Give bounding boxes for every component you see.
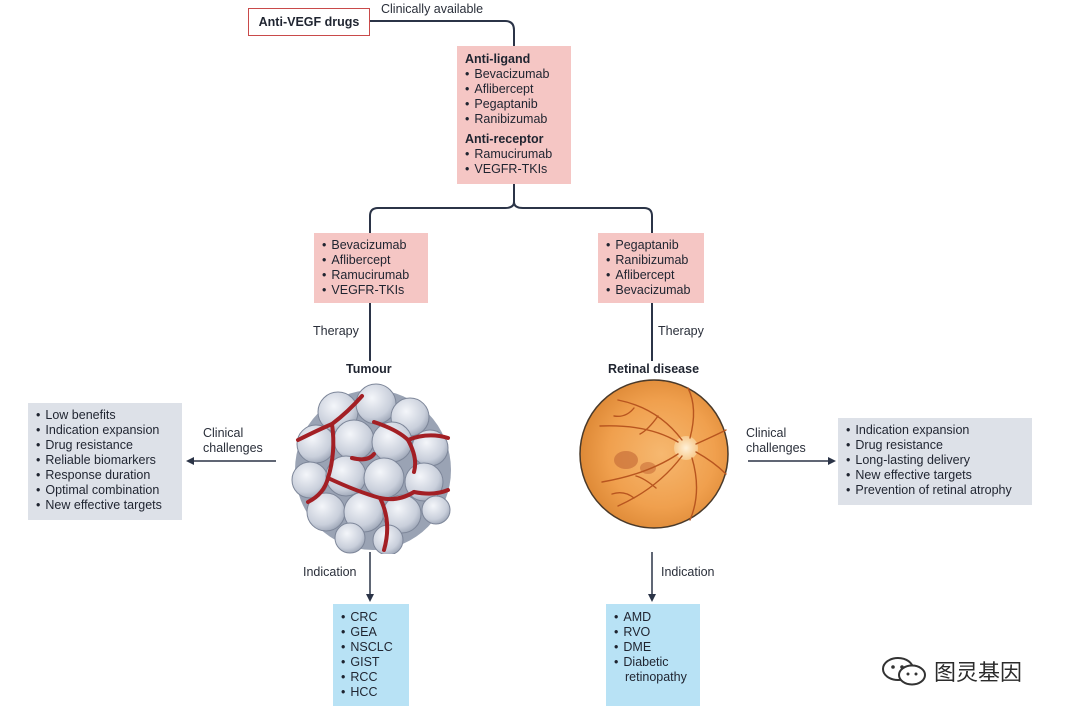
list-item: Ranibizumab <box>465 112 563 127</box>
list-item: Bevacizumab <box>465 67 563 82</box>
list-item: VEGFR-TKIs <box>465 162 563 177</box>
retinal-indications-box: AMD RVO DME Diabetic retinopathy <box>606 604 700 706</box>
tumour-indication-label: Indication <box>303 565 357 579</box>
root-label: Anti-VEGF drugs <box>258 15 360 29</box>
root-connector <box>368 20 515 46</box>
retinal-drug-list: Pegaptanib Ranibizumab Aflibercept Bevac… <box>606 238 696 298</box>
list-item: AMD <box>614 610 692 625</box>
list-item: NSCLC <box>341 640 401 655</box>
drug-class-box: Anti-ligand Bevacizumab Aflibercept Pega… <box>457 46 571 184</box>
anti-ligand-list: Bevacizumab Aflibercept Pegaptanib Ranib… <box>465 67 563 127</box>
clinically-available-label: Clinically available <box>381 2 484 16</box>
list-item: Pegaptanib <box>465 97 563 112</box>
tumour-therapy-label: Therapy <box>313 324 359 338</box>
list-item: New effective targets <box>36 498 174 513</box>
list-item-continuation: retinopathy <box>625 670 687 684</box>
tumour-indications-box: CRC GEA NSCLC GIST RCC HCC <box>333 604 409 706</box>
tumour-challenges-box: Low benefits Indication expansion Drug r… <box>28 403 182 520</box>
retinal-challenges-label: Clinical challenges <box>746 426 806 456</box>
list-item: RVO <box>614 625 692 640</box>
list-item: Aflibercept <box>465 82 563 97</box>
retina-illustration <box>579 379 729 529</box>
list-item: Bevacizumab <box>606 283 696 298</box>
anti-receptor-list: Ramucirumab VEGFR-TKIs <box>465 147 563 177</box>
retinal-challenges-list: Indication expansion Drug resistance Lon… <box>846 423 1024 498</box>
tumour-indications-list: CRC GEA NSCLC GIST RCC HCC <box>341 610 401 700</box>
tumour-challenges-label-line1: Clinical <box>203 426 244 440</box>
tumour-challenges-label: Clinical challenges <box>203 426 263 456</box>
list-item: Indication expansion <box>36 423 174 438</box>
list-item: Aflibercept <box>322 253 420 268</box>
retinal-challenges-label-line2: challenges <box>746 441 806 455</box>
list-item: Ranibizumab <box>606 253 696 268</box>
retinal-therapy-label: Therapy <box>658 324 704 338</box>
watermark-text: 图灵基因 <box>934 660 1023 685</box>
list-item: Long-lasting delivery <box>846 453 1024 468</box>
list-item: VEGFR-TKIs <box>322 283 420 298</box>
tumour-challenges-list: Low benefits Indication expansion Drug r… <box>36 408 174 513</box>
list-item: CRC <box>341 610 401 625</box>
list-item: GEA <box>341 625 401 640</box>
list-item: Indication expansion <box>846 423 1024 438</box>
list-item: Ramucirumab <box>465 147 563 162</box>
list-item: Diabetic <box>614 655 692 670</box>
tumour-drug-box: Bevacizumab Aflibercept Ramucirumab VEGF… <box>314 233 428 303</box>
list-item: Drug resistance <box>36 438 174 453</box>
tumour-drug-list: Bevacizumab Aflibercept Ramucirumab VEGF… <box>322 238 420 298</box>
list-item: Response duration <box>36 468 174 483</box>
list-item: Pegaptanib <box>606 238 696 253</box>
list-item: New effective targets <box>846 468 1024 483</box>
list-item: Reliable biomarkers <box>36 453 174 468</box>
wechat-icon <box>882 657 926 686</box>
anti-ligand-heading: Anti-ligand <box>465 52 531 66</box>
list-item: Ramucirumab <box>322 268 420 283</box>
root-node: Anti-VEGF drugs <box>248 8 370 36</box>
retinal-title: Retinal disease <box>608 362 700 376</box>
tumour-challenges-label-line2: challenges <box>203 441 263 455</box>
watermark: 图灵基因 <box>880 655 1022 687</box>
split-connector <box>369 184 653 233</box>
anti-receptor-heading: Anti-receptor <box>465 132 544 146</box>
list-item: Aflibercept <box>606 268 696 283</box>
list-item: HCC <box>341 685 401 700</box>
list-item: RCC <box>341 670 401 685</box>
retinal-drug-box: Pegaptanib Ranibizumab Aflibercept Bevac… <box>598 233 704 303</box>
list-item: Drug resistance <box>846 438 1024 453</box>
list-item: Bevacizumab <box>322 238 420 253</box>
tumour-title: Tumour <box>346 362 392 376</box>
list-item: Low benefits <box>36 408 174 423</box>
tumour-illustration <box>291 383 451 554</box>
retinal-indication-label: Indication <box>661 565 715 579</box>
list-item: GIST <box>341 655 401 670</box>
list-item: Optimal combination <box>36 483 174 498</box>
retinal-indications-list: AMD RVO DME Diabetic retinopathy <box>614 610 692 685</box>
retinal-challenges-box: Indication expansion Drug resistance Lon… <box>838 418 1032 505</box>
list-item: DME <box>614 640 692 655</box>
list-item: Prevention of retinal atrophy <box>846 483 1024 498</box>
retinal-challenges-label-line1: Clinical <box>746 426 787 440</box>
